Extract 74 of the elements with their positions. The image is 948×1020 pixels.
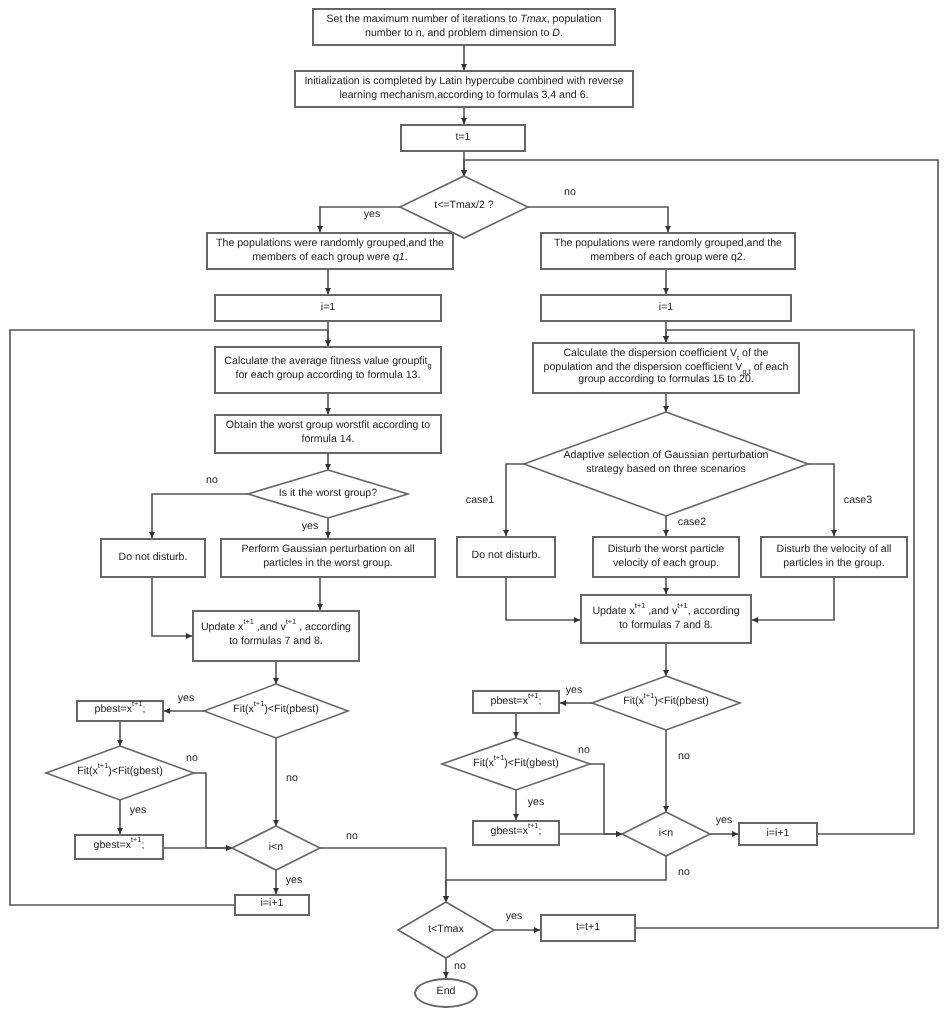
flow-arrow: [807, 463, 838, 537]
flow-arrow: [151, 577, 193, 640]
process-box: [592, 536, 740, 578]
flow-arrow: [460, 45, 468, 71]
terminal-oval: [414, 978, 478, 1008]
decision-diamond: [524, 412, 808, 516]
flow-arrow: [316, 206, 401, 233]
flow-arrow: [662, 643, 670, 677]
process-box: [214, 414, 442, 454]
flow-arrow: [324, 453, 332, 471]
process-box: [100, 538, 206, 578]
flow-arrow: [116, 721, 124, 747]
process-box: [214, 294, 442, 322]
flow-arrow: [512, 713, 520, 739]
process-box: [580, 594, 752, 644]
flow-arrow: [709, 830, 739, 838]
process-box: [540, 914, 636, 942]
flow-arrow: [662, 729, 670, 813]
process-box: [192, 610, 360, 662]
decision-diamond: [232, 826, 320, 870]
process-box: [456, 536, 556, 578]
decision-diamond: [442, 738, 590, 790]
flow-arrow: [9, 329, 332, 906]
flow-arrow: [662, 329, 915, 835]
flow-arrow: [662, 393, 670, 413]
flow-arrow: [662, 269, 670, 295]
process-box: [214, 346, 442, 394]
flow-arrow: [662, 515, 670, 537]
process-box: [760, 536, 908, 578]
process-box: [76, 700, 164, 722]
flow-arrow: [163, 707, 205, 715]
flow-arrow: [442, 957, 450, 979]
process-box: [220, 538, 436, 578]
process-box: [472, 820, 560, 846]
decision-diamond: [248, 470, 408, 518]
flow-arrow: [460, 159, 939, 929]
flow-arrow: [116, 799, 124, 835]
flow-arrow: [505, 577, 581, 624]
process-box: [400, 124, 526, 152]
decision-diamond: [622, 812, 710, 856]
flow-arrow: [163, 844, 233, 852]
process-box: [540, 232, 796, 270]
flow-arrow: [272, 661, 280, 685]
flow-arrow: [324, 393, 332, 415]
decision-diamond: [398, 902, 494, 958]
decision-diamond: [400, 176, 528, 238]
flow-arrow: [502, 463, 525, 537]
flow-arrow: [148, 493, 249, 539]
process-box: [312, 8, 616, 46]
flow-arrow: [559, 830, 623, 838]
process-box: [206, 232, 454, 270]
process-box: [294, 70, 634, 108]
flow-arrow: [442, 855, 667, 903]
flow-arrow: [559, 699, 593, 707]
flow-arrow: [527, 206, 672, 233]
process-box: [74, 834, 164, 860]
process-box: [472, 690, 560, 714]
process-box: [532, 342, 800, 394]
decision-diamond: [592, 676, 740, 730]
flow-arrow: [493, 926, 541, 934]
flow-arrow: [272, 869, 280, 895]
process-box: [540, 294, 792, 322]
process-box: [738, 822, 818, 846]
flow-arrow: [272, 737, 280, 827]
flow-arrow: [316, 577, 324, 611]
process-box: [234, 894, 310, 916]
flow-arrow: [324, 269, 332, 295]
decision-diamond: [204, 684, 348, 738]
flow-arrow: [512, 789, 520, 821]
decision-diamond: [46, 746, 194, 800]
flow-arrow: [460, 107, 468, 125]
flow-arrow: [662, 577, 670, 595]
flow-arrow: [324, 517, 332, 539]
flow-arrow: [751, 577, 835, 624]
